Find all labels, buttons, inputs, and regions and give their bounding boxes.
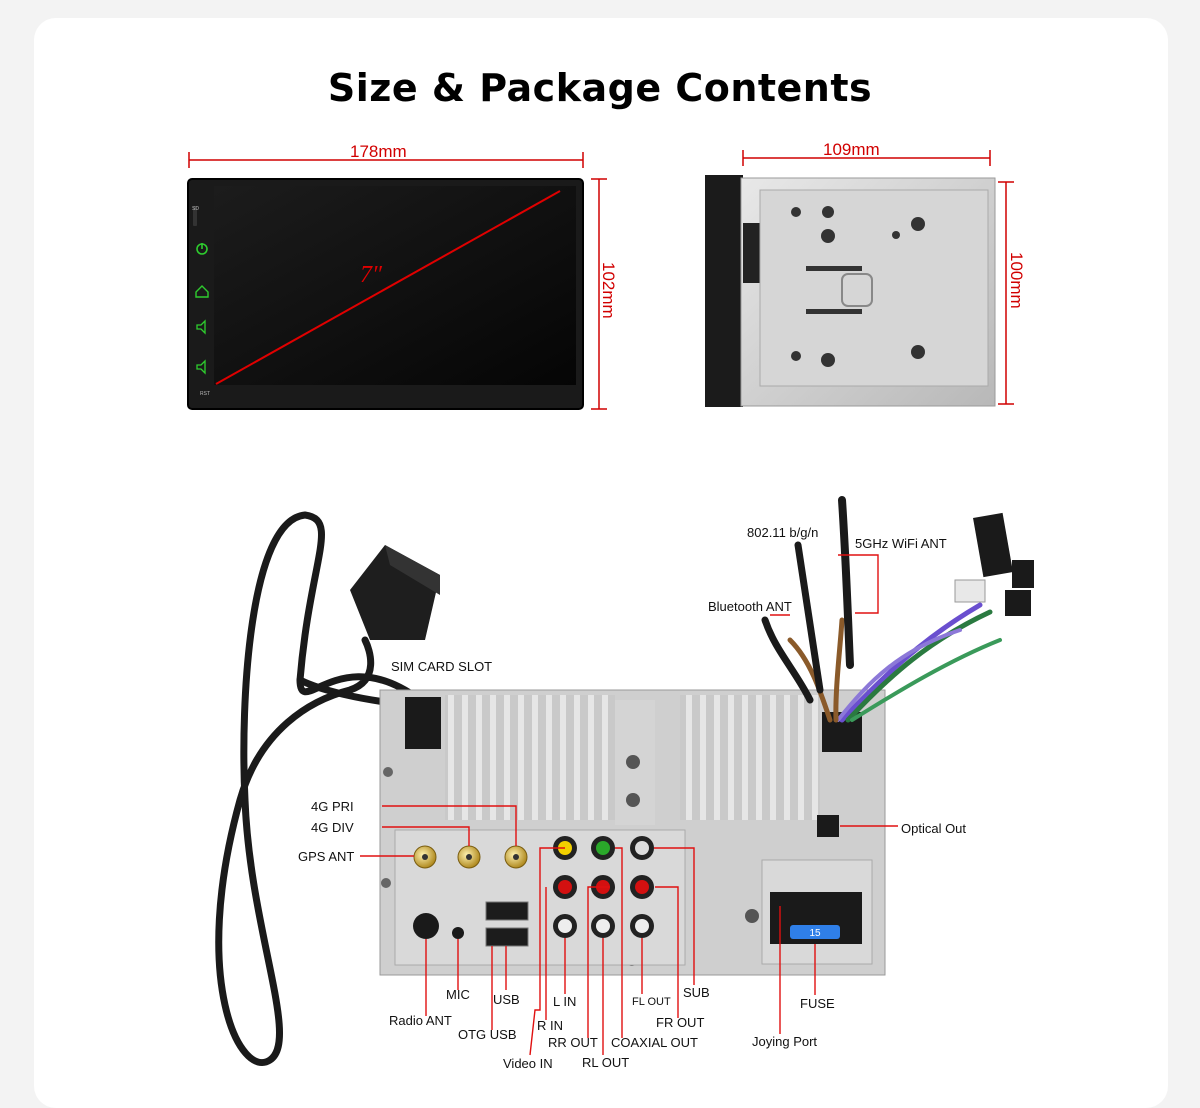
label-rl-out: RL OUT (582, 1055, 630, 1070)
sim-card-reader (350, 545, 440, 640)
sd-slot (193, 206, 197, 226)
harness-connectors (954, 512, 1034, 616)
head-unit-front (187, 178, 584, 410)
radio-ant-socket (413, 913, 439, 939)
rca-l-in (553, 914, 577, 938)
label-4g-div: 4G DIV (311, 820, 354, 835)
rca-r-in (553, 875, 577, 899)
label-otg-usb: OTG USB (458, 1027, 517, 1042)
label-video-in: Video IN (503, 1056, 553, 1071)
rca-fl-out (630, 914, 654, 938)
width-dimension-line (188, 152, 584, 168)
antenna-cables (761, 496, 854, 704)
label-wifi-ant: 802.11 b/g/n (747, 525, 819, 540)
fuse-value: 15 (809, 928, 821, 939)
callout-lines (360, 554, 898, 1056)
volume-down-icon (196, 359, 206, 375)
chassis-height-label: 100mm (1007, 252, 1026, 309)
label-usb: USB (493, 992, 520, 1007)
rca-sub (630, 836, 654, 860)
label-5ghz-wifi-ant: 5GHz WiFi ANT (855, 536, 947, 551)
4g-pri-connector (504, 845, 528, 869)
screen-diagonal-label: 7″ (360, 262, 382, 288)
label-sub: SUB (683, 985, 710, 1000)
rca-coaxial-out (591, 836, 615, 860)
height-dimension-line (591, 178, 607, 410)
optical-out-port (817, 815, 839, 837)
4g-div-connector (457, 845, 481, 869)
sd-label: SD (192, 206, 199, 212)
otg-usb-port (485, 901, 529, 921)
diagonal-line (215, 190, 561, 385)
rca-fr-out (630, 875, 654, 899)
label-fr-out: FR OUT (656, 1015, 705, 1030)
chassis-side-view (705, 175, 996, 407)
chassis-height-dimension-line (998, 181, 1014, 405)
label-gps-ant: GPS ANT (298, 849, 355, 864)
rca-rl-out (591, 914, 615, 938)
label-mic: MIC (446, 987, 470, 1002)
label-rr-out: RR OUT (548, 1035, 598, 1050)
label-sim-card-slot: SIM CARD SLOT (391, 659, 493, 674)
label-optical-out: Optical Out (901, 821, 967, 836)
wire-harness (787, 602, 1002, 723)
chassis-width-dimension-line (742, 150, 991, 166)
label-4g-pri: 4G PRI (311, 799, 354, 814)
gps-connector (413, 845, 437, 869)
rst-label: RST (200, 391, 210, 397)
fuse (790, 925, 840, 939)
label-l-in: L IN (553, 994, 577, 1009)
label-radio-ant: Radio ANT (389, 1013, 452, 1028)
home-icon (195, 285, 209, 298)
usb-port (485, 927, 529, 947)
label-joying-port: Joying Port (752, 1034, 818, 1049)
screen-height-label: 102mm (599, 262, 618, 319)
page-title: Size & Package Contents (327, 66, 873, 110)
label-fuse: FUSE (800, 996, 835, 1011)
label-coaxial-out: COAXIAL OUT (611, 1035, 698, 1050)
screen-width-label: 178mm (350, 142, 407, 161)
label-r-in: R IN (537, 1018, 563, 1033)
chassis-width-label: 109mm (823, 140, 880, 159)
mic-socket (452, 927, 464, 939)
volume-up-icon (196, 319, 206, 335)
label-fl-out: FL OUT (632, 996, 671, 1008)
label-bluetooth-ant: Bluetooth ANT (708, 599, 792, 614)
